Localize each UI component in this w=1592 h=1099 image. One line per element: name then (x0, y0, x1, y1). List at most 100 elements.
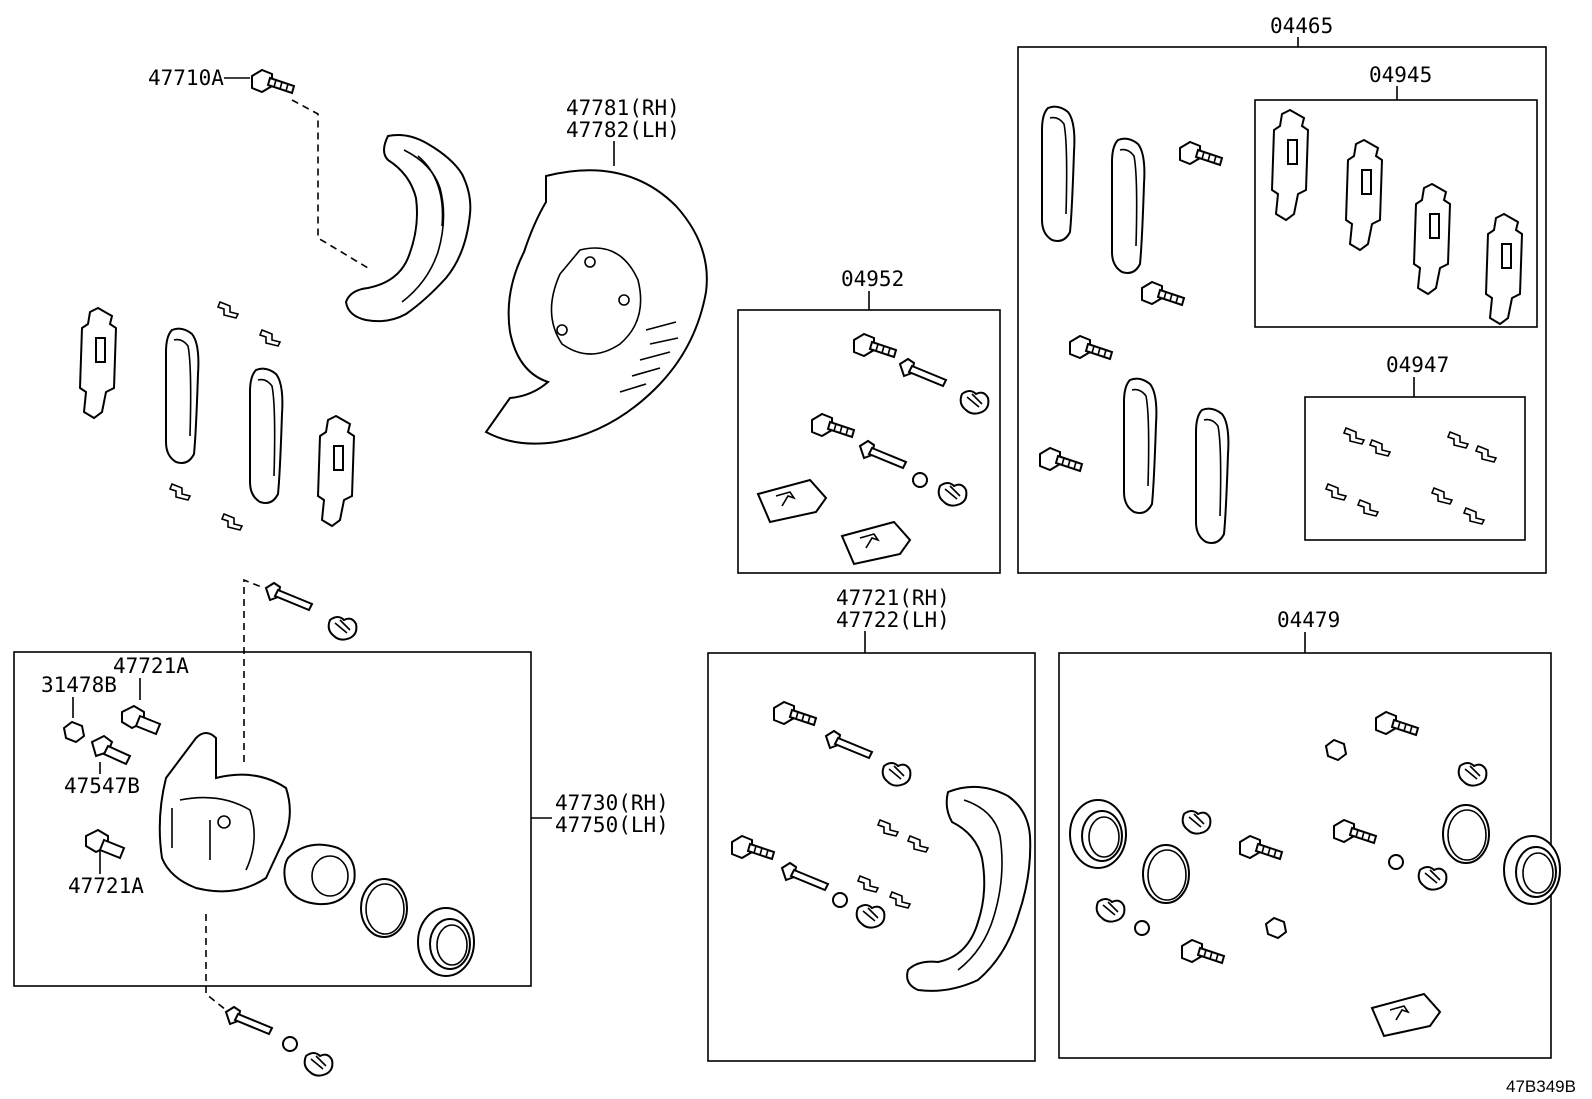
guide-pin-upper-icon (265, 582, 313, 611)
pin-boot-upper-icon (327, 616, 358, 641)
kit-04465-frame (1017, 46, 1547, 574)
caliper-body-icon (158, 732, 291, 893)
kit-04945-shim-4-icon (1485, 213, 1523, 325)
label-04947[interactable]: 04947 (1386, 353, 1449, 377)
kit-04945-shim-3-icon (1413, 183, 1451, 295)
kit-04479-ring-2-icon (1134, 920, 1150, 936)
kit-04479-cap-2-icon (1265, 917, 1287, 939)
kit-04947-clip-1-icon (1343, 427, 1365, 445)
kit-04952-pin-1-icon (899, 358, 947, 387)
bolt-47710a-icon (251, 69, 295, 94)
kit-04945-shim-1-icon (1271, 109, 1309, 221)
kit-04479-seal-left-icon (1069, 799, 1127, 869)
bracket-kit-bracket-icon (906, 785, 1032, 992)
dashed-guide-bottom (205, 914, 227, 1011)
label-47781-rh[interactable]: 47781(RH) (566, 96, 680, 120)
label-04465[interactable]: 04465 (1270, 14, 1333, 38)
kit-04479-boot-3-icon (1095, 898, 1126, 923)
kit-04947-clip-7-icon (1431, 487, 1453, 505)
diagram-code: 47B349B (1506, 1077, 1576, 1096)
pin-bushing-lower-icon (282, 1036, 298, 1052)
kit-04947-clip-5-icon (1325, 483, 1347, 501)
bracket-kit-boot-1-icon (881, 762, 912, 787)
clip-top-2-icon (259, 329, 281, 347)
bracket-kit-clip-1-icon (877, 819, 899, 837)
bleeder-47547b-icon (90, 734, 132, 766)
kit-04479-bolt-1-icon (1375, 711, 1419, 736)
kit-04952-grease-2-icon (841, 521, 911, 565)
kit-04945-shim-2-icon (1345, 139, 1383, 251)
kit-04479-ring-1-icon (1388, 854, 1404, 870)
disc-shield-icon (484, 169, 708, 445)
bracket-kit-clip-3-icon (857, 875, 879, 893)
label-04952[interactable]: 04952 (841, 267, 904, 291)
kit-04952-boot-1-icon (959, 390, 990, 415)
bolt-47721a-bottom-icon (85, 828, 126, 860)
kit-04947-clip-6-icon (1357, 499, 1379, 517)
kit-04952-bolt-2-icon (811, 413, 855, 438)
kit-04479-boot-2-icon (1181, 810, 1212, 835)
kit-04479-bolt-4-icon (1181, 939, 1225, 964)
clip-top-1-icon (217, 301, 239, 319)
piston-icon (283, 843, 356, 906)
kit-04479-boot-4-icon (1417, 866, 1448, 891)
kit-04947-frame (1304, 396, 1526, 541)
label-31478b[interactable]: 31478B (41, 673, 117, 697)
bleeder-cap-31478b-icon (63, 721, 85, 743)
clip-bottom-1-icon (169, 483, 191, 501)
label-04479[interactable]: 04479 (1277, 608, 1340, 632)
kit-04952-grease-1-icon (757, 479, 827, 523)
kit-04465-pad-1-icon (1041, 105, 1076, 243)
bracket-kit-boot-2-icon (855, 904, 886, 929)
bracket-kit-bolt-2-icon (731, 835, 775, 860)
label-47750-lh[interactable]: 47750(LH) (555, 813, 669, 837)
label-47721a-top[interactable]: 47721A (113, 654, 189, 678)
kit-04479-bolt-3-icon (1333, 819, 1377, 844)
outer-shim-left-icon (79, 307, 117, 419)
brake-pad-left-1-icon (165, 327, 200, 464)
label-04945[interactable]: 04945 (1369, 63, 1432, 87)
bracket-kit-clip-2-icon (907, 835, 929, 853)
kit-04465-bolt-1-icon (1179, 141, 1223, 166)
kit-04952-pin-2-icon (859, 440, 907, 469)
kit-04465-pad-3-icon (1123, 377, 1158, 514)
label-47710a[interactable]: 47710A (148, 66, 224, 90)
label-47547b[interactable]: 47547B (64, 774, 140, 798)
label-47722-lh[interactable]: 47722(LH) (836, 608, 950, 632)
dust-boot-icon (417, 907, 475, 977)
kit-04952-ring-icon (912, 472, 928, 488)
kit-04479-cap-1-icon (1325, 739, 1347, 761)
inner-shim-left-icon (317, 415, 355, 527)
kit-04479-boot-1-icon (1457, 762, 1488, 787)
bolt-47721a-top-icon (121, 704, 162, 736)
kit-04479-bolt-2-icon (1239, 835, 1283, 860)
label-47721-rh[interactable]: 47721(RH) (836, 586, 950, 610)
dashed-guide-top (291, 99, 369, 269)
kit-04479-oring-right-icon (1442, 804, 1490, 864)
kit-04947-clip-4-icon (1475, 445, 1497, 463)
pin-boot-lower-icon (303, 1052, 334, 1077)
kit-04947-clip-8-icon (1463, 507, 1485, 525)
kit-04479-oring-left-icon (1142, 844, 1190, 904)
kit-04465-bolt-2-icon (1141, 281, 1185, 306)
kit-04952-boot-2-icon (937, 482, 968, 507)
kit-04479-grease-icon (1371, 993, 1441, 1037)
label-47721a-bottom[interactable]: 47721A (68, 874, 144, 898)
bracket-kit-frame (707, 652, 1036, 1062)
dashed-guide-mid (243, 578, 265, 762)
label-47782-lh[interactable]: 47782(LH) (566, 118, 680, 142)
guide-pin-lower-icon (225, 1006, 273, 1035)
kit-04947-clip-2-icon (1369, 439, 1391, 457)
kit-04945-frame (1254, 99, 1538, 328)
bracket-kit-pin-1-icon (825, 730, 873, 759)
piston-seal-icon (360, 878, 408, 938)
kit-04465-bolt-4-icon (1039, 447, 1083, 472)
kit-04465-bolt-3-icon (1069, 335, 1113, 360)
clip-bottom-2-icon (221, 513, 243, 531)
caliper-frame (13, 651, 532, 987)
label-47730-rh[interactable]: 47730(RH) (555, 791, 669, 815)
bracket-kit-clip-4-icon (889, 891, 911, 909)
bracket-kit-pin-2-icon (781, 862, 829, 891)
kit-04952-bolt-1-icon (853, 333, 897, 358)
caliper-bracket-icon (344, 134, 472, 323)
